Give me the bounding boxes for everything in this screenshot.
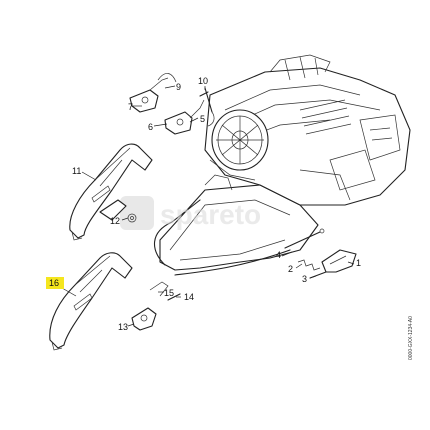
callout-13: 13	[118, 322, 128, 332]
part-15-wire	[149, 281, 169, 297]
callout-12: 12	[110, 216, 120, 226]
callout-4: 4	[276, 250, 281, 260]
part-11-handle-cover	[69, 143, 153, 241]
callout-14: 14	[184, 292, 194, 302]
callout-2: 2	[288, 264, 293, 274]
part-14-pin	[167, 293, 181, 301]
part-6-lever	[164, 99, 205, 135]
part-16-handle-cover	[49, 252, 133, 351]
chainsaw-housing	[154, 54, 411, 276]
part-7-bracket	[129, 77, 169, 113]
part-9-wire	[157, 73, 177, 83]
cube-logo-icon	[120, 196, 154, 230]
callout-9: 9	[176, 82, 181, 92]
watermark-text: spareto	[160, 199, 261, 230]
part-13-bracket	[131, 307, 157, 331]
drawing-code: 0000-GXX-1234-A0	[408, 316, 414, 360]
callout-15: 15	[164, 288, 174, 298]
part-10-rod	[199, 87, 215, 127]
leader-lines	[61, 85, 355, 327]
callout-labels: 1 2 3 4 5 6 7 9 10 11 12 13 14 15 16	[46, 76, 361, 332]
callout-6: 6	[148, 122, 153, 132]
callout-10: 10	[198, 76, 208, 86]
callout-7: 7	[128, 102, 133, 112]
callout-3: 3	[302, 274, 307, 284]
callout-11: 11	[72, 166, 81, 176]
callout-5: 5	[200, 114, 205, 124]
callout-16-highlight	[46, 277, 64, 289]
part-2-spring	[297, 259, 321, 271]
watermark: spareto	[120, 196, 261, 230]
part-4-rod	[284, 228, 325, 249]
callout-1: 1	[356, 258, 361, 268]
callout-16: 16	[49, 278, 59, 288]
part-1-lever	[321, 249, 357, 273]
